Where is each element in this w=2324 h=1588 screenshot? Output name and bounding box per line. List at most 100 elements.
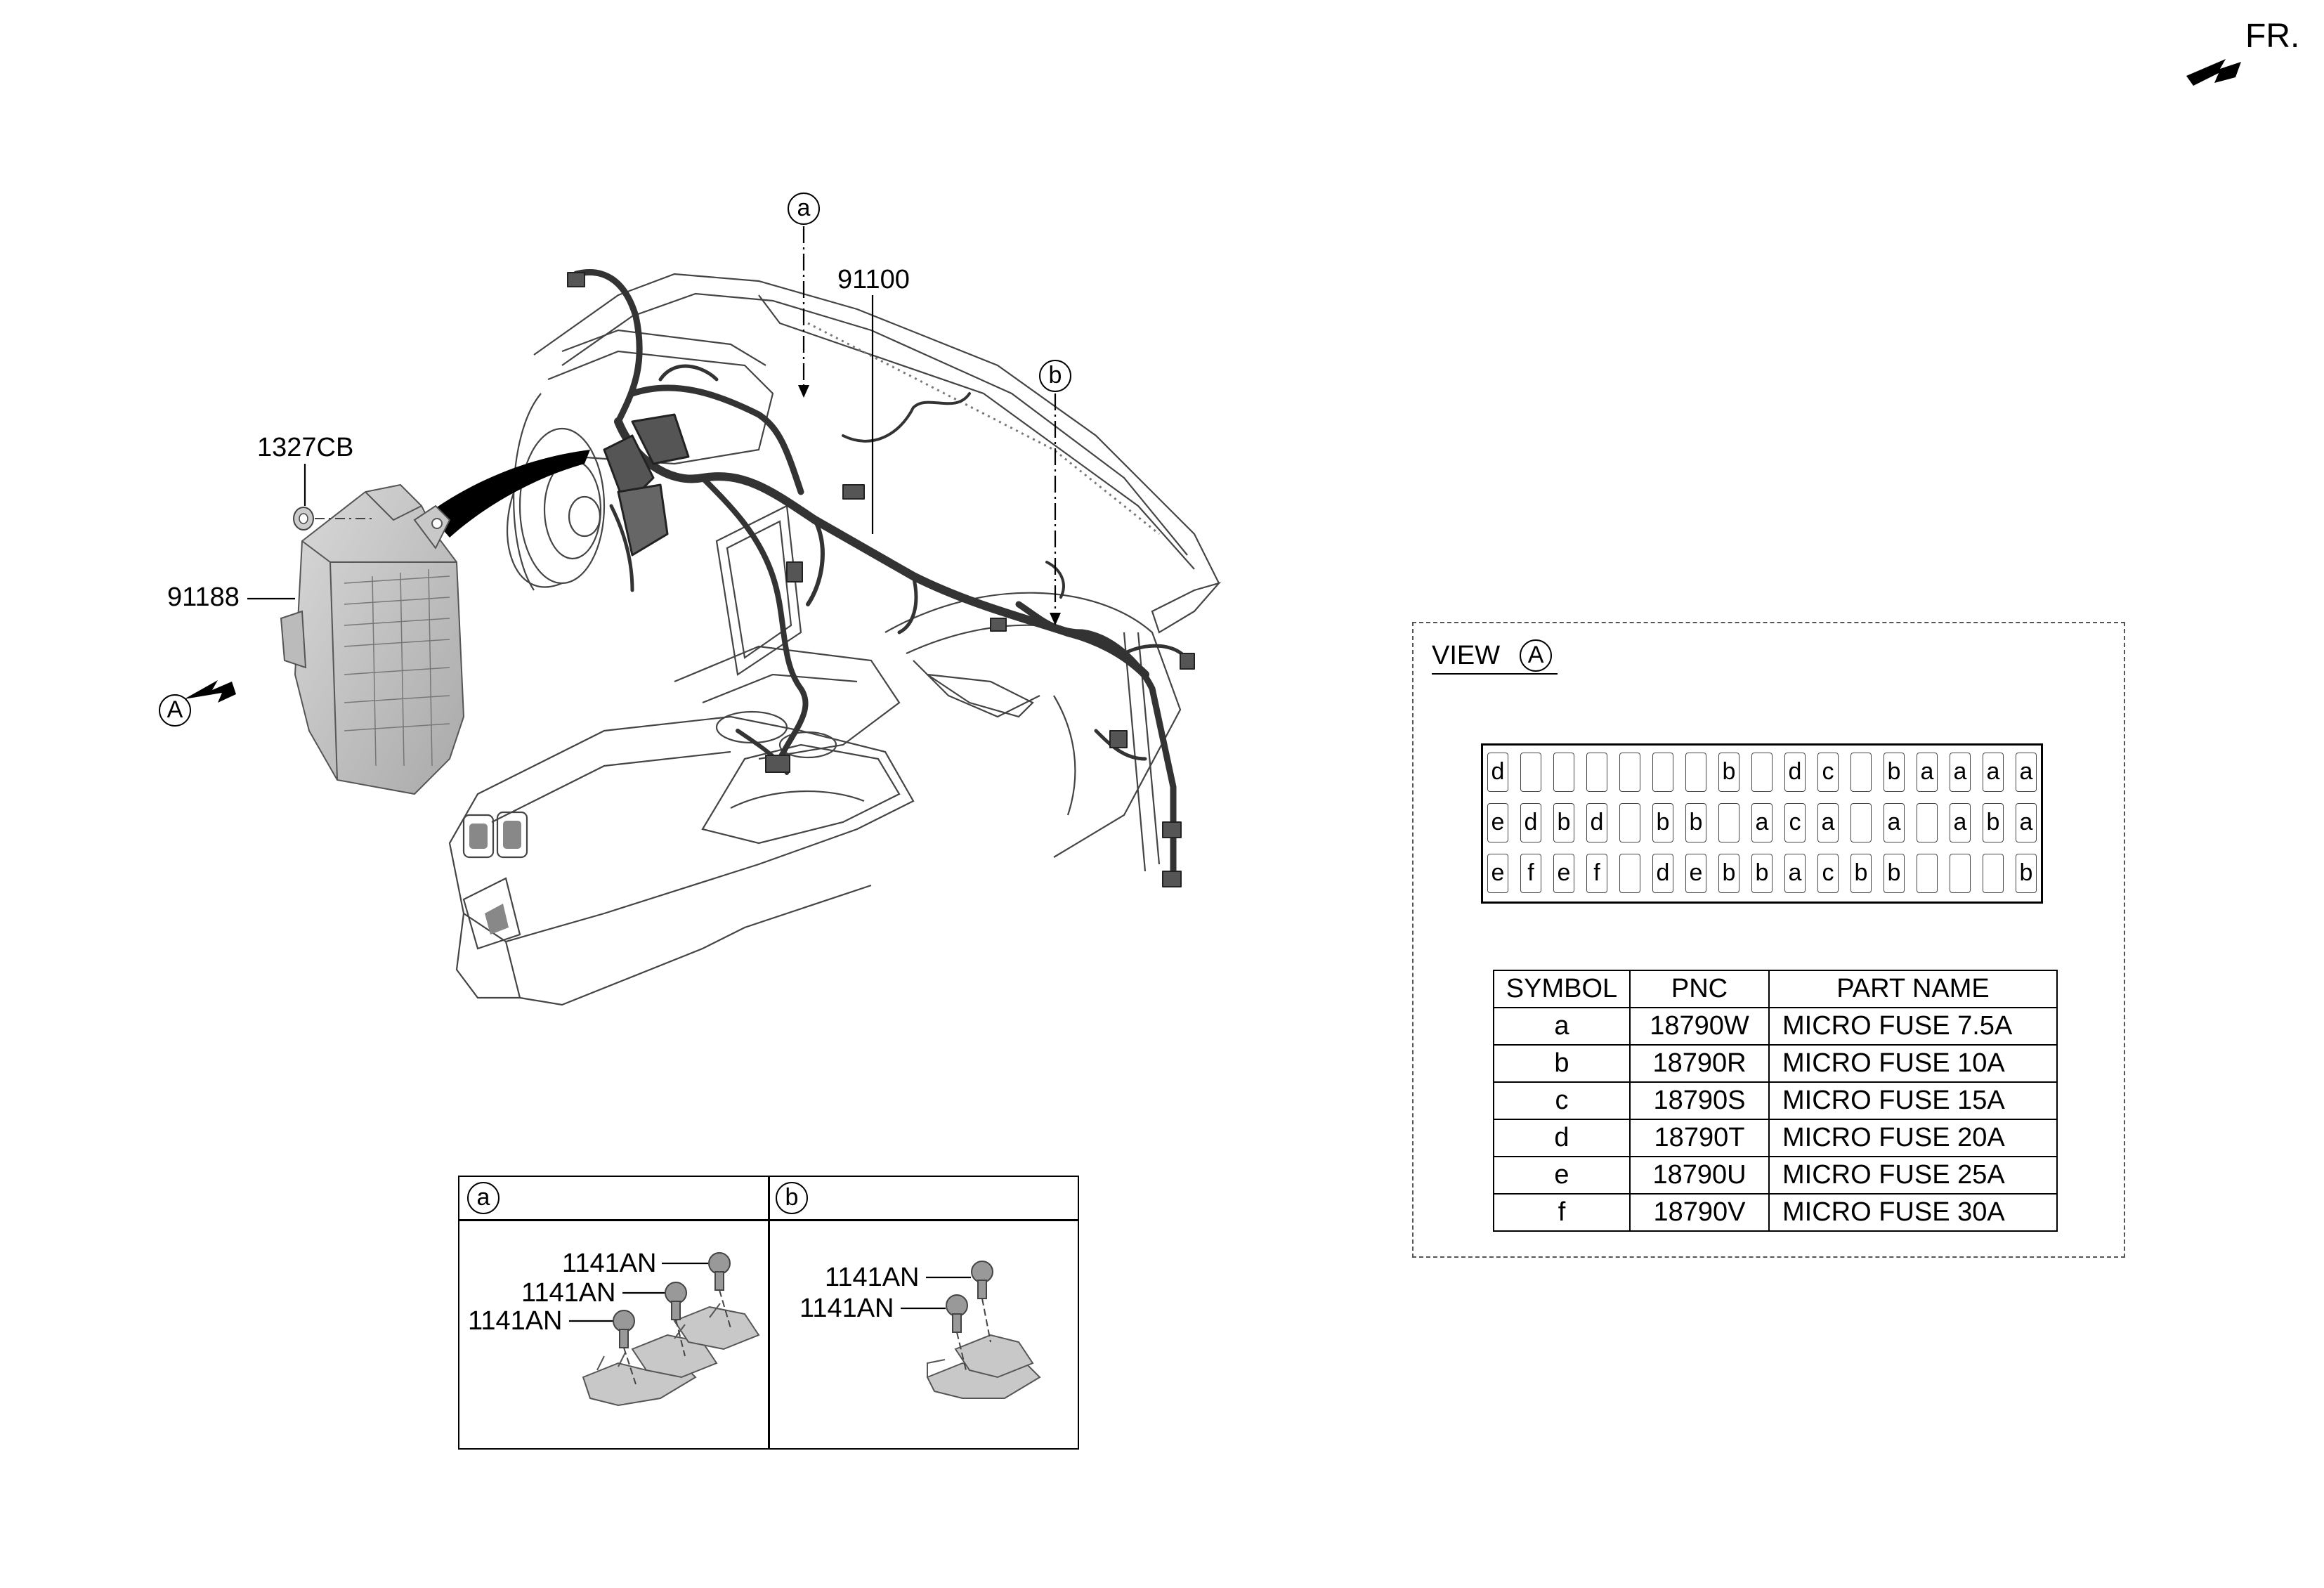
fuse-slot: d xyxy=(1586,803,1607,842)
cell-part-name: MICRO FUSE 20A xyxy=(1768,1119,2058,1157)
callout-view-a: A xyxy=(159,694,191,727)
detail-b-illustration xyxy=(926,1261,1041,1399)
detail-b-symbol: b xyxy=(776,1182,808,1214)
detail-a-symbol: a xyxy=(467,1182,500,1214)
view-a-heading: VIEW A xyxy=(1432,638,1558,675)
fuse-slot xyxy=(1553,753,1574,792)
fuse-slot: e xyxy=(1553,854,1574,893)
header-part-name: PART NAME xyxy=(1768,970,2058,1008)
fuse-slot: d xyxy=(1652,854,1673,893)
fuse-table-header-row: SYMBOL PNC PART NAME xyxy=(1493,970,2058,1008)
fuse-slot: a xyxy=(1950,803,1971,842)
front-direction-label: FR. xyxy=(2245,18,2300,55)
fuse-slot: a xyxy=(1751,803,1773,842)
cell-pnc: 18790S xyxy=(1629,1081,1770,1120)
detail-divider-vertical xyxy=(768,1176,770,1450)
fuse-slot: a xyxy=(2016,753,2037,792)
fuse-slot xyxy=(1718,803,1739,842)
detail-a-part-1: 1141AN xyxy=(562,1249,657,1278)
fuse-slot: b xyxy=(1884,854,1905,893)
fuse-slot xyxy=(1751,753,1773,792)
fuse-slot: b xyxy=(1751,854,1773,893)
view-a-panel xyxy=(1412,622,2125,1258)
fuse-slot xyxy=(1950,854,1971,893)
detail-a-part-2: 1141AN xyxy=(521,1278,616,1308)
fuse-slot xyxy=(1850,753,1872,792)
fuse-slot: b xyxy=(1652,803,1673,842)
fuse-slot: a xyxy=(2016,803,2037,842)
fuse-slot: a xyxy=(1983,753,2004,792)
installation-pointer-arrow-icon xyxy=(429,450,590,538)
leader-lines xyxy=(247,226,1057,618)
cell-symbol: e xyxy=(1493,1156,1631,1195)
cell-symbol: b xyxy=(1493,1044,1631,1083)
fuse-slot xyxy=(1520,753,1541,792)
fuse-slot: a xyxy=(1917,753,1938,792)
cell-symbol: a xyxy=(1493,1007,1631,1046)
fuse-slot: c xyxy=(1817,753,1839,792)
fuse-slot: b xyxy=(1553,803,1574,842)
part-number-main-harness: 91100 xyxy=(837,265,910,294)
fuse-slot: b xyxy=(1983,803,2004,842)
junction-box-illustration xyxy=(280,483,465,795)
fuse-slot: b xyxy=(1718,753,1739,792)
fuse-slot: e xyxy=(1685,854,1706,893)
fuse-slot xyxy=(1586,753,1607,792)
fuse-slot: c xyxy=(1784,803,1806,842)
fuse-slot: a xyxy=(1950,753,1971,792)
detail-a-part-3: 1141AN xyxy=(468,1306,563,1336)
cell-part-name: MICRO FUSE 30A xyxy=(1768,1193,2058,1232)
fuse-slot: d xyxy=(1520,803,1541,842)
callout-b: b xyxy=(1039,360,1071,392)
fuse-slot xyxy=(1652,753,1673,792)
header-symbol: SYMBOL xyxy=(1493,970,1631,1008)
fuse-slot: b xyxy=(2016,854,2037,893)
front-direction-arrow-icon xyxy=(2186,59,2241,86)
fuse-slot xyxy=(1619,753,1640,792)
fuse-slot: c xyxy=(1817,854,1839,893)
fuse-slot xyxy=(1917,803,1938,842)
detail-a-illustration xyxy=(582,1252,760,1407)
view-a-arrow-icon xyxy=(184,680,236,703)
dashboard-line-art xyxy=(448,273,1222,1006)
detail-b-part-1: 1141AN xyxy=(825,1263,920,1292)
main-harness-wiring xyxy=(567,269,1195,887)
cell-symbol: d xyxy=(1493,1119,1631,1157)
fuse-slot: f xyxy=(1586,854,1607,893)
cell-part-name: MICRO FUSE 15A xyxy=(1768,1081,2058,1120)
view-a-symbol: A xyxy=(1520,639,1553,672)
fuse-slot xyxy=(1917,854,1938,893)
cell-pnc: 18790W xyxy=(1629,1007,1770,1046)
fuse-slot: d xyxy=(1784,753,1806,792)
fuse-slot xyxy=(1983,854,2004,893)
fuse-slot: f xyxy=(1520,854,1541,893)
cell-pnc: 18790R xyxy=(1629,1044,1770,1083)
cell-part-name: MICRO FUSE 25A xyxy=(1768,1156,2058,1195)
part-number-nut: 1327CB xyxy=(257,433,354,462)
fuse-slot xyxy=(1850,803,1872,842)
fuse-slot: a xyxy=(1884,803,1905,842)
cell-symbol: c xyxy=(1493,1081,1631,1120)
fuse-slot: a xyxy=(1784,854,1806,893)
fuse-slot: b xyxy=(1884,753,1905,792)
callout-a: a xyxy=(788,193,820,225)
cell-pnc: 18790U xyxy=(1629,1156,1770,1195)
cell-part-name: MICRO FUSE 10A xyxy=(1768,1044,2058,1083)
cell-pnc: 18790V xyxy=(1629,1193,1770,1232)
view-a-title: VIEW xyxy=(1432,640,1501,670)
fuse-slot: e xyxy=(1487,854,1508,893)
part-number-junction-box: 91188 xyxy=(167,583,240,612)
cell-pnc: 18790T xyxy=(1629,1119,1770,1157)
cell-symbol: f xyxy=(1493,1193,1631,1232)
fuse-slot: b xyxy=(1850,854,1872,893)
